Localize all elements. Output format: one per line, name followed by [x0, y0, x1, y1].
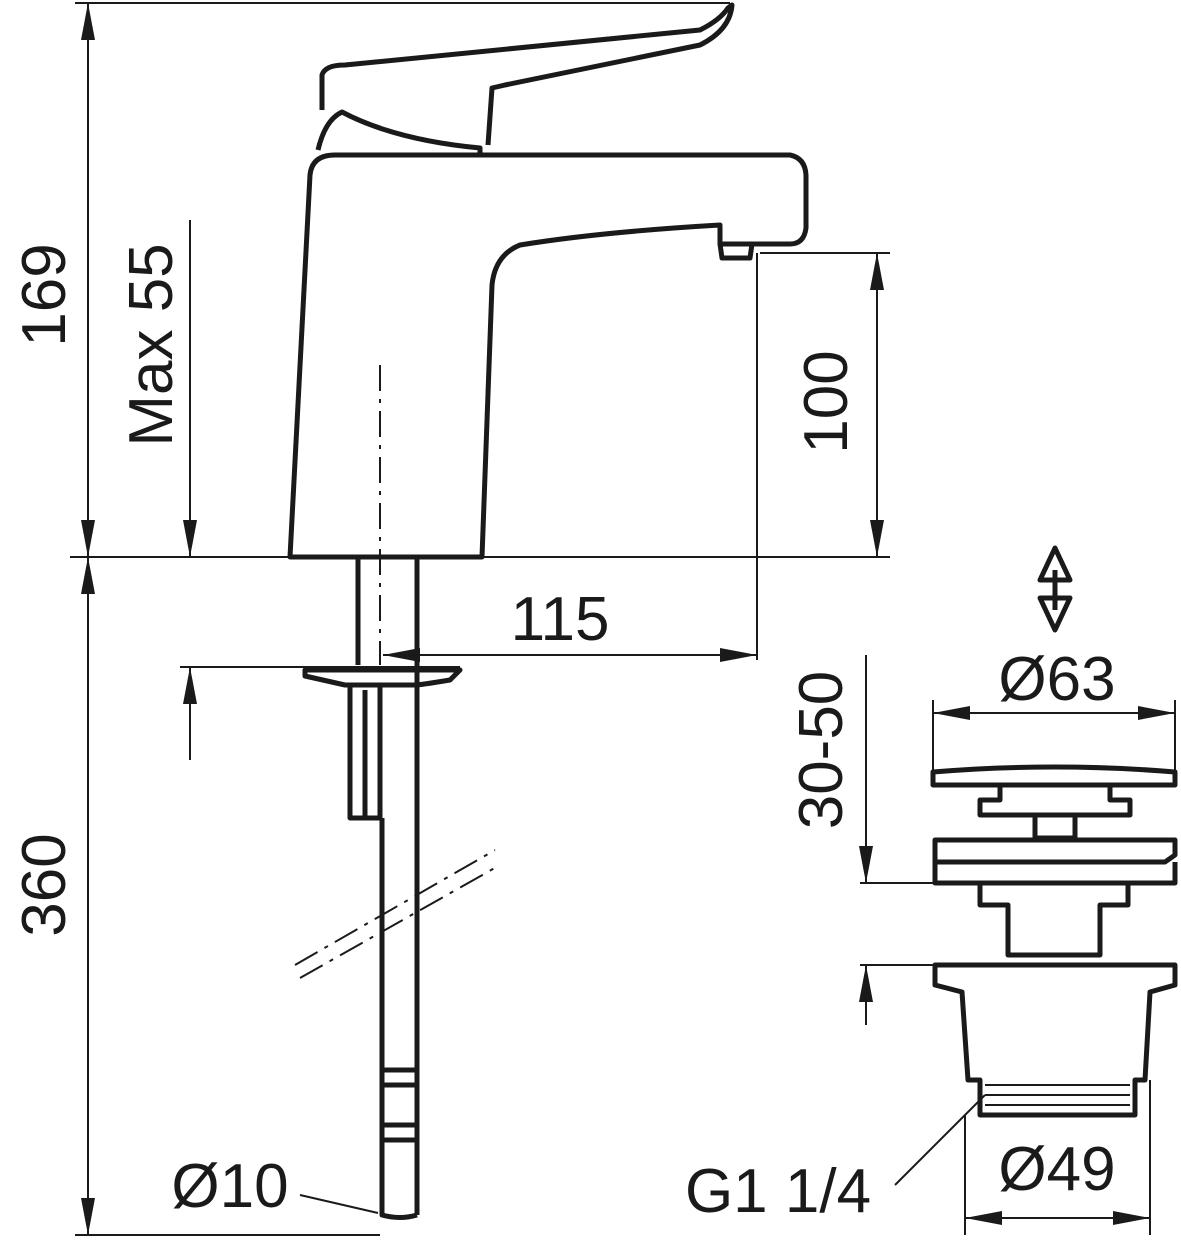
pop-up-waste: Ø63 30-50 Ø49 G1 1/4 — [685, 545, 1178, 1235]
height-label: 169 — [10, 243, 79, 346]
thread-label: G1 1/4 — [685, 1157, 871, 1226]
tail-diameter-label: Ø10 — [171, 1152, 288, 1221]
plug-stroke-label: 30-50 — [787, 671, 856, 830]
spout-reach-label: 115 — [511, 585, 610, 654]
spout-height-label: 100 — [792, 350, 861, 453]
tail-length-label: 360 — [10, 833, 79, 936]
max-thickness-label: Max 55 — [117, 243, 186, 446]
dimension-360: 360 — [10, 557, 380, 1236]
plug-diameter-label: Ø63 — [998, 645, 1115, 714]
dimension-115: 115 — [383, 253, 758, 662]
waste-diameter-label: Ø49 — [998, 1135, 1115, 1204]
dimension-169: 169 — [10, 2, 730, 557]
tail-pipe: Ø10 — [171, 557, 501, 1221]
faucet-body — [287, 2, 809, 560]
dimension-max-55: Max 55 — [117, 220, 460, 760]
dimension-100: 100 — [760, 252, 890, 557]
